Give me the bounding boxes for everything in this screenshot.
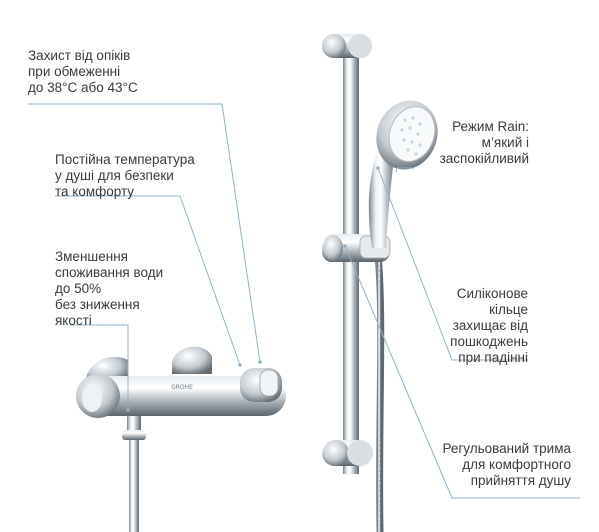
callout-silicone-ring: Силіконове кільце захищає від пошкоджень… <box>450 286 528 366</box>
leader-rain-mode <box>395 167 414 173</box>
rail-top-bracket <box>322 34 372 58</box>
callout-text-line: захищає від <box>452 318 528 333</box>
brand-mark-logo: GROHE <box>171 384 193 391</box>
callout-text-line: Силіконове <box>456 286 528 301</box>
callout-text-line: споживання води <box>55 265 164 280</box>
callout-text-line: у душі для безпеки <box>55 168 174 183</box>
callout-constant-temperature: Постійна температура у душі для безпеки … <box>55 152 195 200</box>
rail-bottom-bracket <box>322 440 373 466</box>
callout-text-line: до 50% <box>55 281 102 296</box>
callout-water-saving: Зменшення споживання води до 50% без зни… <box>55 249 163 329</box>
thermostat-mixer: GROHE <box>76 346 286 532</box>
callout-text-line: Зменшення <box>55 249 128 264</box>
leader-burn-protection <box>28 103 261 363</box>
callout-text-line: Захист від опіків <box>28 48 131 63</box>
leader-water-saving <box>70 324 129 410</box>
callout-text-line: прийняття душу <box>470 473 571 488</box>
callout-text-line: при обмеженні <box>28 64 121 79</box>
callout-text-line: без зниження <box>55 297 140 312</box>
leader-constant-temperature <box>55 195 241 366</box>
callout-text-line: м’який і <box>481 135 529 150</box>
callout-text-line: пошкоджень <box>450 334 528 349</box>
callout-text-line: для комфортного <box>462 457 571 472</box>
leader-silicone-ring <box>377 167 528 361</box>
callout-text-line: якості <box>55 313 92 328</box>
hand-shower <box>368 100 438 248</box>
callout-text-line: до 38°C або 43°C <box>28 80 138 95</box>
callout-text-line: Постійна температура <box>55 152 195 167</box>
callout-burn-protection: Захист від опіків при обмеженні до 38°C … <box>28 48 138 96</box>
callout-text-line: при падінні <box>458 350 528 365</box>
leader-lines <box>28 103 580 499</box>
callout-text-line: кільце <box>489 302 528 317</box>
callout-adjustable-holder: Регульований трима для комфортного прийн… <box>442 441 571 489</box>
callout-text-line: Режим Rain: <box>452 119 529 134</box>
callout-text-line: та комфорту <box>55 184 135 199</box>
leader-adjustable-holder <box>344 245 580 499</box>
callout-text-line: заспокійливий <box>439 151 529 166</box>
callout-text-line: Регульований трима <box>442 441 571 456</box>
callout-rain-mode: Режим Rain: м’який і заспокійливий <box>440 119 529 167</box>
